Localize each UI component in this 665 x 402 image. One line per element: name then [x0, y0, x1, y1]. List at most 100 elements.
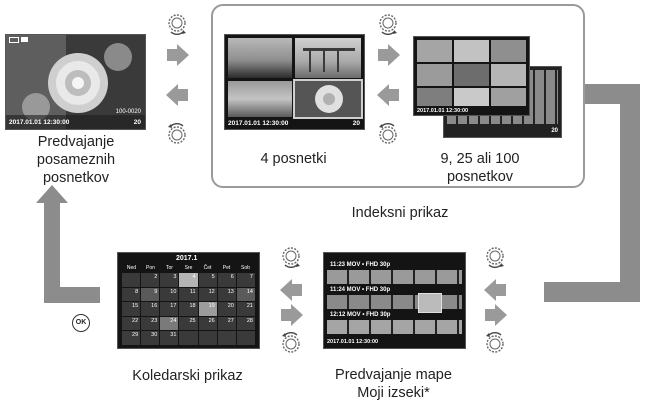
four-frames-label: 4 posnetki [260, 151, 327, 167]
calendar-day [198, 331, 217, 345]
calendar-day: 22 [122, 316, 141, 331]
my-clips-screen: 11:23 MOV • FHD 30p 11:24 MOV • FHD 30p … [323, 252, 466, 349]
calendar-day: 18 [179, 302, 198, 316]
control-dial-icon [168, 14, 186, 35]
thumb [417, 64, 452, 86]
calendar-day: 7 [236, 273, 255, 287]
calendar-day: 6 [217, 273, 236, 287]
calendar-day: 31 [160, 331, 179, 345]
nine-frame-screen: 2017.01.01 12:30:00 [413, 36, 530, 116]
control-dial-icon [379, 123, 397, 144]
clip-strip [327, 320, 462, 334]
arrow-left-myclips-to-calendar [280, 279, 302, 301]
calendar-day: 12 [198, 287, 217, 302]
thumb [417, 88, 452, 106]
thumb-rose [293, 79, 363, 119]
control-dial-icon [486, 332, 504, 353]
datetime: 2017.01.01 12:30:00 [417, 108, 469, 114]
calendar-day: 9 [141, 287, 160, 302]
single-frame-label: Predvajanje posameznih posnetkov [36, 134, 116, 186]
multi-frames-label: 9, 25 ali 100 posnetkov [440, 151, 520, 185]
arrow-right-from-myclips [485, 304, 507, 326]
connector-up-arrowhead [36, 185, 68, 203]
weekday: Sre [184, 265, 193, 271]
calendar-day: 5 [198, 273, 217, 287]
protect-icon [21, 37, 28, 42]
weekday: Ned [126, 265, 137, 271]
frame-count: 20 [352, 120, 360, 127]
clip-header: 11:24 MOV • FHD 30p [330, 287, 391, 293]
calendar-day: 23 [141, 316, 160, 331]
calendar-day: 10 [160, 287, 179, 302]
thumb [491, 40, 526, 62]
calendar-day: 3 [160, 273, 179, 287]
calendar-day: 13 [217, 287, 236, 302]
calendar-day: 8 [122, 287, 141, 302]
calendar-day: 17 [160, 302, 179, 316]
arrow-right-calendar-to-myclips [281, 304, 303, 326]
calendar-day: 29 [122, 331, 141, 345]
control-dial-icon [282, 247, 300, 268]
selected-clip [418, 293, 442, 313]
thumb [454, 64, 489, 86]
datetime: 2017.01.01 12:30:00 [9, 119, 70, 126]
thumb [417, 40, 452, 62]
calendar-day: 26 [198, 316, 217, 331]
clip-strip [327, 270, 462, 284]
weekday: Sob [241, 265, 250, 271]
calendar-day: 27 [217, 316, 236, 331]
battery-indicator [9, 37, 19, 43]
four-frame-screen: 2017.01.01 12:30:00 20 [224, 34, 365, 130]
weekday: Pet [222, 265, 231, 271]
connector-right-bottom [544, 282, 640, 302]
clip-header: 12:12 MOV • FHD 30p [330, 312, 391, 318]
arrow-right-single-to-four [167, 44, 189, 66]
index-display-label: Indeksni prikaz [351, 205, 449, 221]
arrow-left-to-myclips [484, 279, 506, 301]
calendar-month: 2017.1 [176, 255, 198, 262]
calendar-day: 20 [217, 302, 236, 316]
clip-header: 11:23 MOV • FHD 30p [330, 262, 391, 268]
control-dial-icon [486, 247, 504, 268]
control-dial-icon [379, 14, 397, 35]
weekday: Tor [166, 265, 173, 271]
calendar-day: 28 [236, 316, 255, 331]
rose-photo [6, 35, 145, 129]
thumb [454, 88, 489, 106]
calendar-day [179, 331, 198, 345]
calendar-day: 30 [141, 331, 160, 345]
calendar-day: 16 [141, 302, 160, 316]
calendar-day: 2 [141, 273, 160, 287]
calendar-day: 15 [122, 302, 141, 316]
control-dial-icon [168, 123, 186, 144]
thumb-island [228, 81, 292, 117]
datetime: 2017.01.01 12:30:00 [327, 339, 379, 345]
thumb [491, 88, 526, 106]
thumb-trees [228, 38, 292, 78]
connector-left-vertical [44, 200, 60, 303]
calendar-day [236, 331, 255, 345]
calendar-day: 24 [160, 316, 179, 331]
arrow-right-four-to-multi [378, 44, 400, 66]
thumb [491, 64, 526, 86]
frame-count: 20 [551, 128, 558, 134]
connector-right-vertical [620, 84, 640, 302]
calendar-day: 25 [179, 316, 198, 331]
calendar-label: Koledarski prikaz [132, 368, 243, 384]
file-number: 100-0020 [115, 109, 141, 115]
control-dial-icon [282, 332, 300, 353]
thumb-pier [295, 38, 361, 78]
thumb [454, 40, 489, 62]
arrow-left-four-to-single [166, 84, 188, 106]
calendar-day: 4 [179, 273, 198, 287]
arrow-left-multi-to-four [377, 84, 399, 106]
calendar-day: 11 [179, 287, 198, 302]
calendar-weekdays: Ned Pon Tor Sre Čet Pet Sob [122, 265, 255, 272]
weekday: Pon [146, 265, 155, 271]
my-clips-label: Predvajanje mape Moji izseki* [335, 367, 452, 401]
ok-button-icon: OK [72, 314, 90, 332]
calendar-day [217, 331, 236, 345]
calendar-day: 14 [236, 287, 255, 302]
